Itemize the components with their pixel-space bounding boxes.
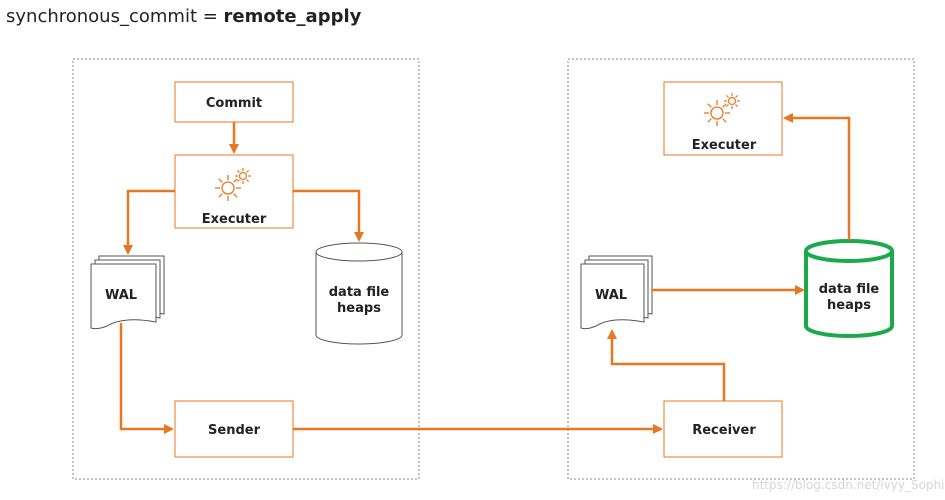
sender-box: Sender bbox=[174, 400, 294, 458]
primary-wal-label: WAL bbox=[105, 288, 137, 303]
primary-executer-label: Executer bbox=[202, 212, 267, 227]
setting-value: remote_apply bbox=[223, 6, 362, 27]
commit-label: Commit bbox=[206, 96, 262, 111]
setting-name: synchronous_commit = bbox=[6, 6, 224, 27]
sender-label: Sender bbox=[208, 423, 261, 438]
arrow-executer-to-datafile bbox=[293, 189, 364, 242]
receiver-box: Receiver bbox=[663, 400, 783, 458]
standby-executer-label: Executer bbox=[692, 138, 757, 153]
standby-executer-box: Executer bbox=[663, 81, 783, 156]
standby-data-label-line1: data file bbox=[819, 282, 880, 297]
primary-server-container bbox=[72, 58, 420, 480]
standby-wal-label: WAL bbox=[595, 288, 627, 303]
receiver-label: Receiver bbox=[692, 423, 756, 438]
arrow-datafile-to-executer bbox=[783, 113, 851, 240]
primary-executer-box: Executer bbox=[174, 154, 294, 229]
commit-box: Commit bbox=[174, 81, 294, 123]
primary-data-file-cylinder: data file heaps bbox=[315, 242, 403, 345]
standby-data-file-cylinder: data file heaps bbox=[804, 239, 894, 338]
standby-server-container bbox=[567, 58, 915, 480]
primary-data-label-line2: heaps bbox=[337, 301, 381, 316]
standby-data-label-line2: heaps bbox=[827, 298, 871, 313]
primary-data-label-line1: data file bbox=[329, 285, 390, 300]
watermark: https://blog.csdn.net/ivyy_Sophia bbox=[752, 478, 945, 492]
diagram-title: synchronous_commit = remote_apply bbox=[6, 6, 361, 27]
standby-wal-document: WAL bbox=[580, 255, 653, 330]
arrow-wal-to-sender bbox=[119, 323, 174, 434]
arrow-receiver-to-wal bbox=[607, 329, 726, 401]
primary-wal-document: WAL bbox=[90, 255, 165, 330]
arrow-executer-to-wal bbox=[123, 189, 175, 255]
